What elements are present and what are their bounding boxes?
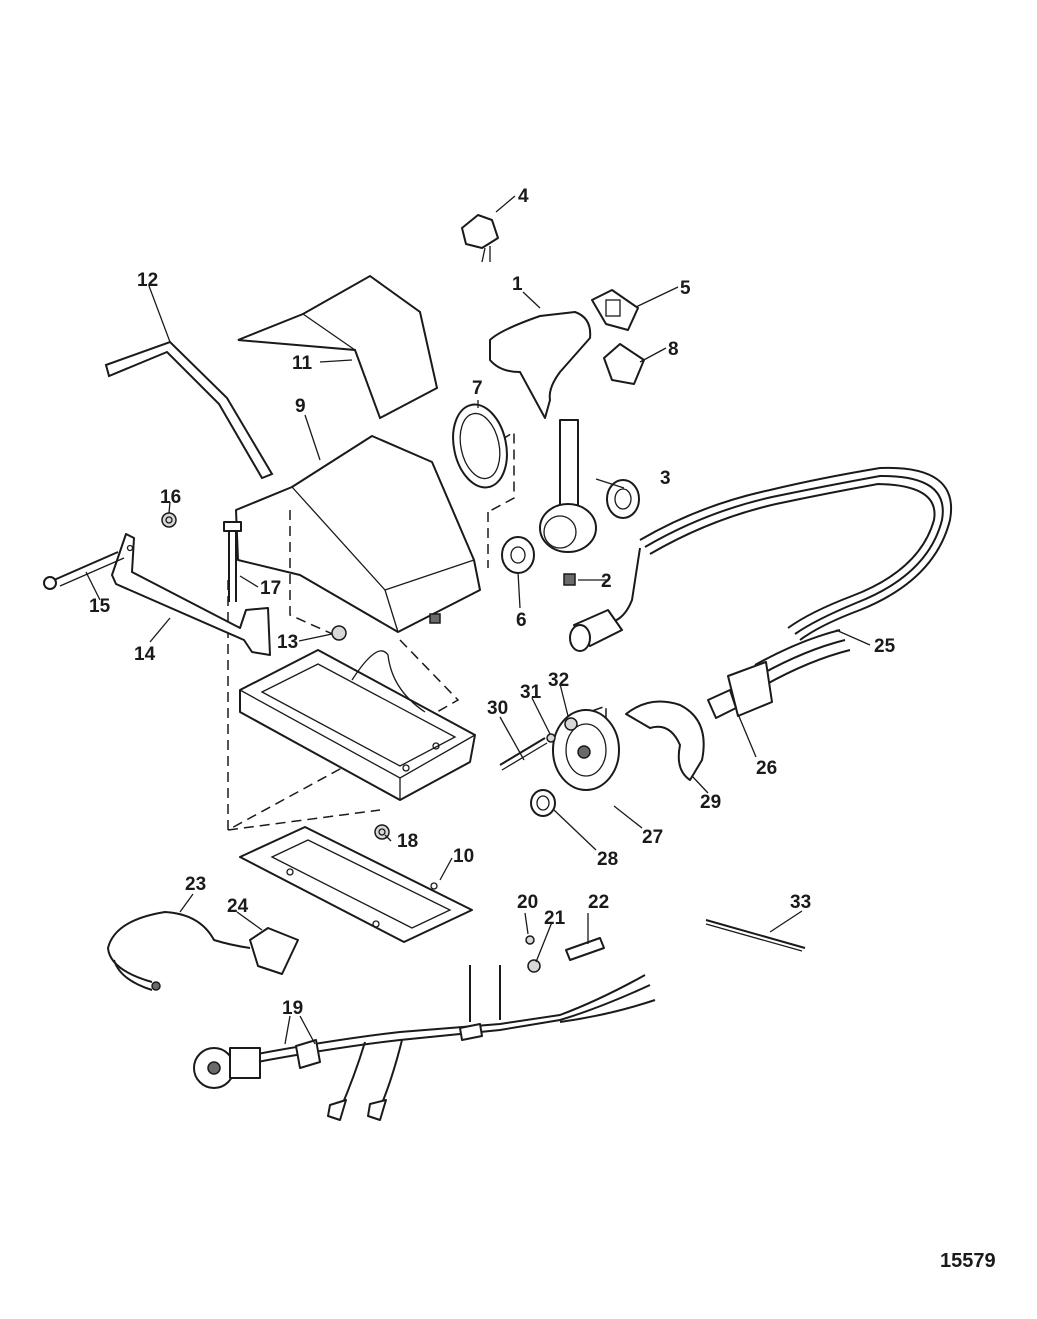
part-16-nut (161, 512, 177, 528)
callout-labels: 4 1 5 8 7 9 11 12 3 2 6 16 17 15 13 14 2… (89, 186, 896, 1019)
callout-2: 2 (601, 571, 612, 592)
part-12-trim-strip (104, 340, 274, 480)
callout-16: 16 (160, 487, 181, 508)
callout-6: 6 (516, 610, 527, 631)
part-10-gasket (239, 826, 473, 943)
callout-13: 13 (277, 632, 298, 653)
part-19-harness (193, 965, 656, 1121)
part-22-sleeve (565, 937, 605, 961)
callout-20: 20 (517, 892, 538, 913)
callout-12: 12 (137, 270, 158, 291)
callout-leaders (85, 195, 871, 1045)
part-20-screw (525, 935, 535, 945)
part-29-clip (625, 700, 705, 781)
base-tray (239, 649, 476, 801)
callout-33: 33 (790, 892, 811, 913)
part-25-harness (569, 466, 953, 686)
part-11-cover (237, 274, 439, 420)
part-17-screw (223, 521, 242, 602)
part-15-screw (43, 551, 125, 590)
callout-7: 7 (472, 378, 483, 399)
callout-32: 32 (548, 670, 569, 691)
callout-5: 5 (680, 278, 691, 299)
callout-10: 10 (453, 846, 474, 867)
callout-19: 19 (282, 998, 303, 1019)
callout-9: 9 (295, 396, 306, 417)
callout-3: 3 (660, 468, 671, 489)
figure-reference-number: 15579 (940, 1250, 996, 1272)
part-7-ring (452, 403, 508, 489)
part-28-washer (530, 789, 556, 817)
callout-29: 29 (700, 792, 721, 813)
callout-27: 27 (642, 827, 663, 848)
part-14-bracket (111, 533, 271, 656)
callout-15: 15 (89, 596, 111, 617)
callout-30: 30 (487, 698, 508, 719)
part-24-connector (249, 927, 299, 975)
part-5-bezel (591, 289, 639, 331)
part-1-handle (489, 311, 597, 553)
callout-31: 31 (520, 682, 542, 703)
callout-1: 1 (512, 274, 523, 295)
callout-17: 17 (260, 578, 281, 599)
part-21-nut (527, 959, 541, 973)
part-4-switch (461, 214, 499, 263)
part-8-switch (603, 343, 645, 385)
callout-26: 26 (756, 758, 777, 779)
callout-18: 18 (397, 831, 418, 852)
part-2-set-screw (563, 573, 576, 586)
part-32-nut (564, 717, 578, 731)
part-30-pin (499, 737, 548, 771)
callout-4: 4 (518, 186, 529, 207)
callout-24: 24 (227, 896, 249, 917)
part-33-cable-tie (705, 919, 806, 952)
callout-8: 8 (668, 339, 679, 360)
callout-22: 22 (588, 892, 609, 913)
part-31-washer (546, 733, 556, 743)
part-26-connector (707, 661, 773, 719)
callout-28: 28 (597, 849, 618, 870)
callout-21: 21 (544, 908, 566, 929)
part-3-bushing (606, 479, 640, 519)
callout-25: 25 (874, 636, 896, 657)
part-23-wire-lead (106, 910, 251, 991)
callout-14: 14 (134, 644, 156, 665)
part-6-detent (501, 536, 535, 574)
part-13-ball (331, 625, 347, 641)
part-27-gear (552, 709, 620, 791)
part-9-housing (235, 435, 481, 633)
callout-23: 23 (185, 874, 206, 895)
callout-11: 11 (292, 353, 313, 374)
